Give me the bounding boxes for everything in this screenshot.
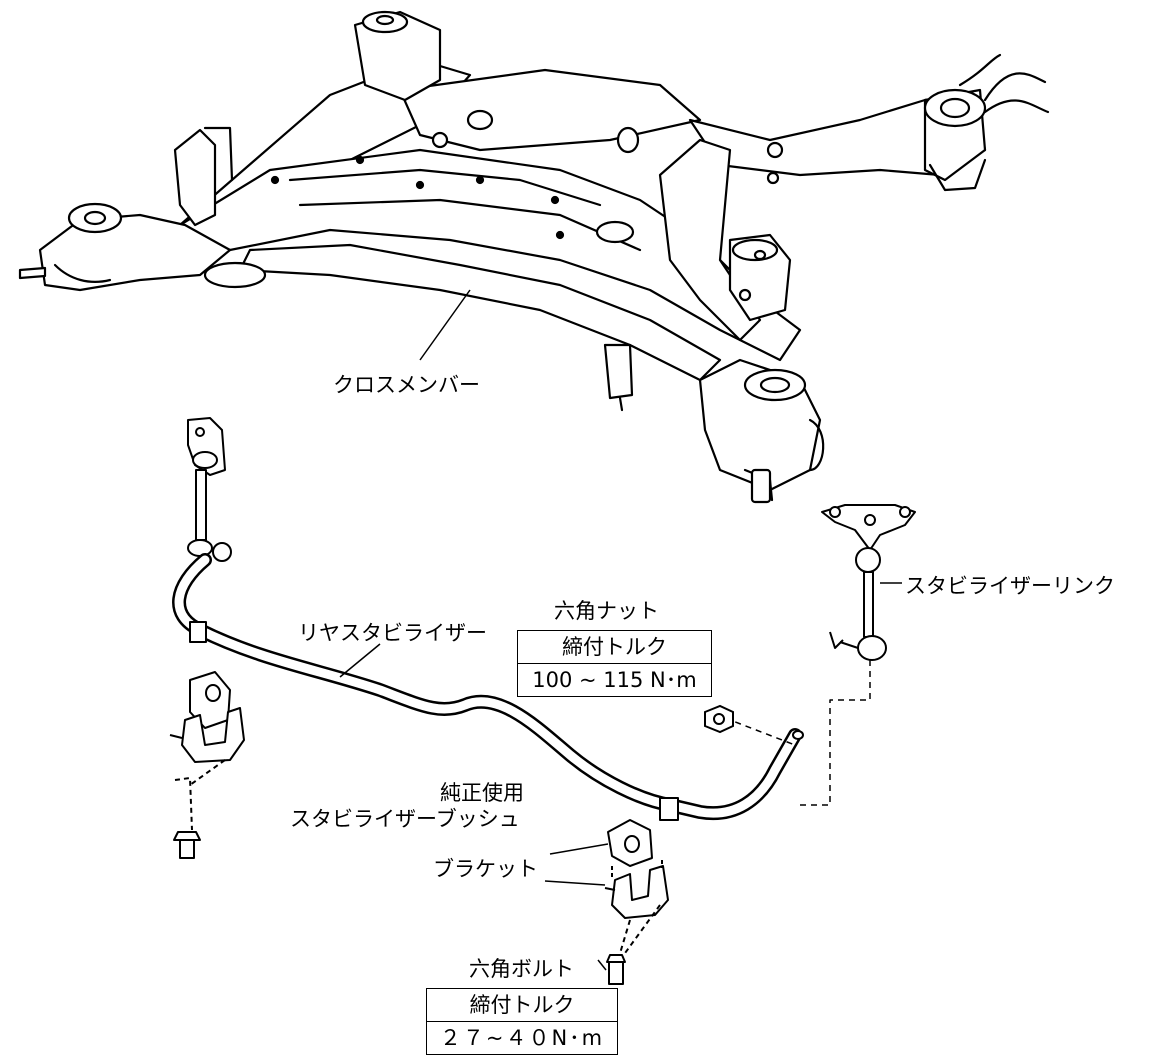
left-bush-bracket-drawing: [169, 671, 245, 859]
torque-table-nut: 締付トルク 100 ~ 115 N･m: [517, 630, 712, 697]
torque-table-bolt: 締付トルク ２７~４０N･m: [426, 988, 618, 1055]
label-bracket: ブラケット: [433, 857, 538, 881]
torque-nut-value: 100 ~ 115 N･m: [518, 663, 711, 696]
label-hex-bolt: 六角ボルト: [469, 957, 574, 981]
torque-nut-header: 締付トルク: [562, 635, 667, 659]
torque-bolt-value: ２７~４０N･m: [427, 1021, 617, 1054]
label-stabilizer-link: スタビライザーリンク: [905, 574, 1115, 598]
label-crossmember: クロスメンバー: [333, 373, 480, 397]
hex-nut-drawing: [704, 704, 734, 734]
leader-lines: [339, 289, 902, 971]
label-genuine-use: 純正使用: [440, 781, 524, 805]
right-stabilizer-link-drawing: [724, 504, 916, 806]
label-stabilizer-bush: スタビライザーブッシュ: [290, 807, 520, 831]
stabilizer-bar-drawing: [172, 553, 804, 821]
torque-bolt-header: 締付トルク: [469, 993, 575, 1017]
left-stabilizer-link-drawing: [187, 417, 232, 562]
crossmember-drawing: [18, 10, 1050, 504]
label-rear-stabilizer: リヤスタビライザー: [298, 621, 487, 645]
label-hex-nut: 六角ナット: [554, 599, 659, 623]
right-bush-bracket-drawing: [604, 819, 669, 985]
